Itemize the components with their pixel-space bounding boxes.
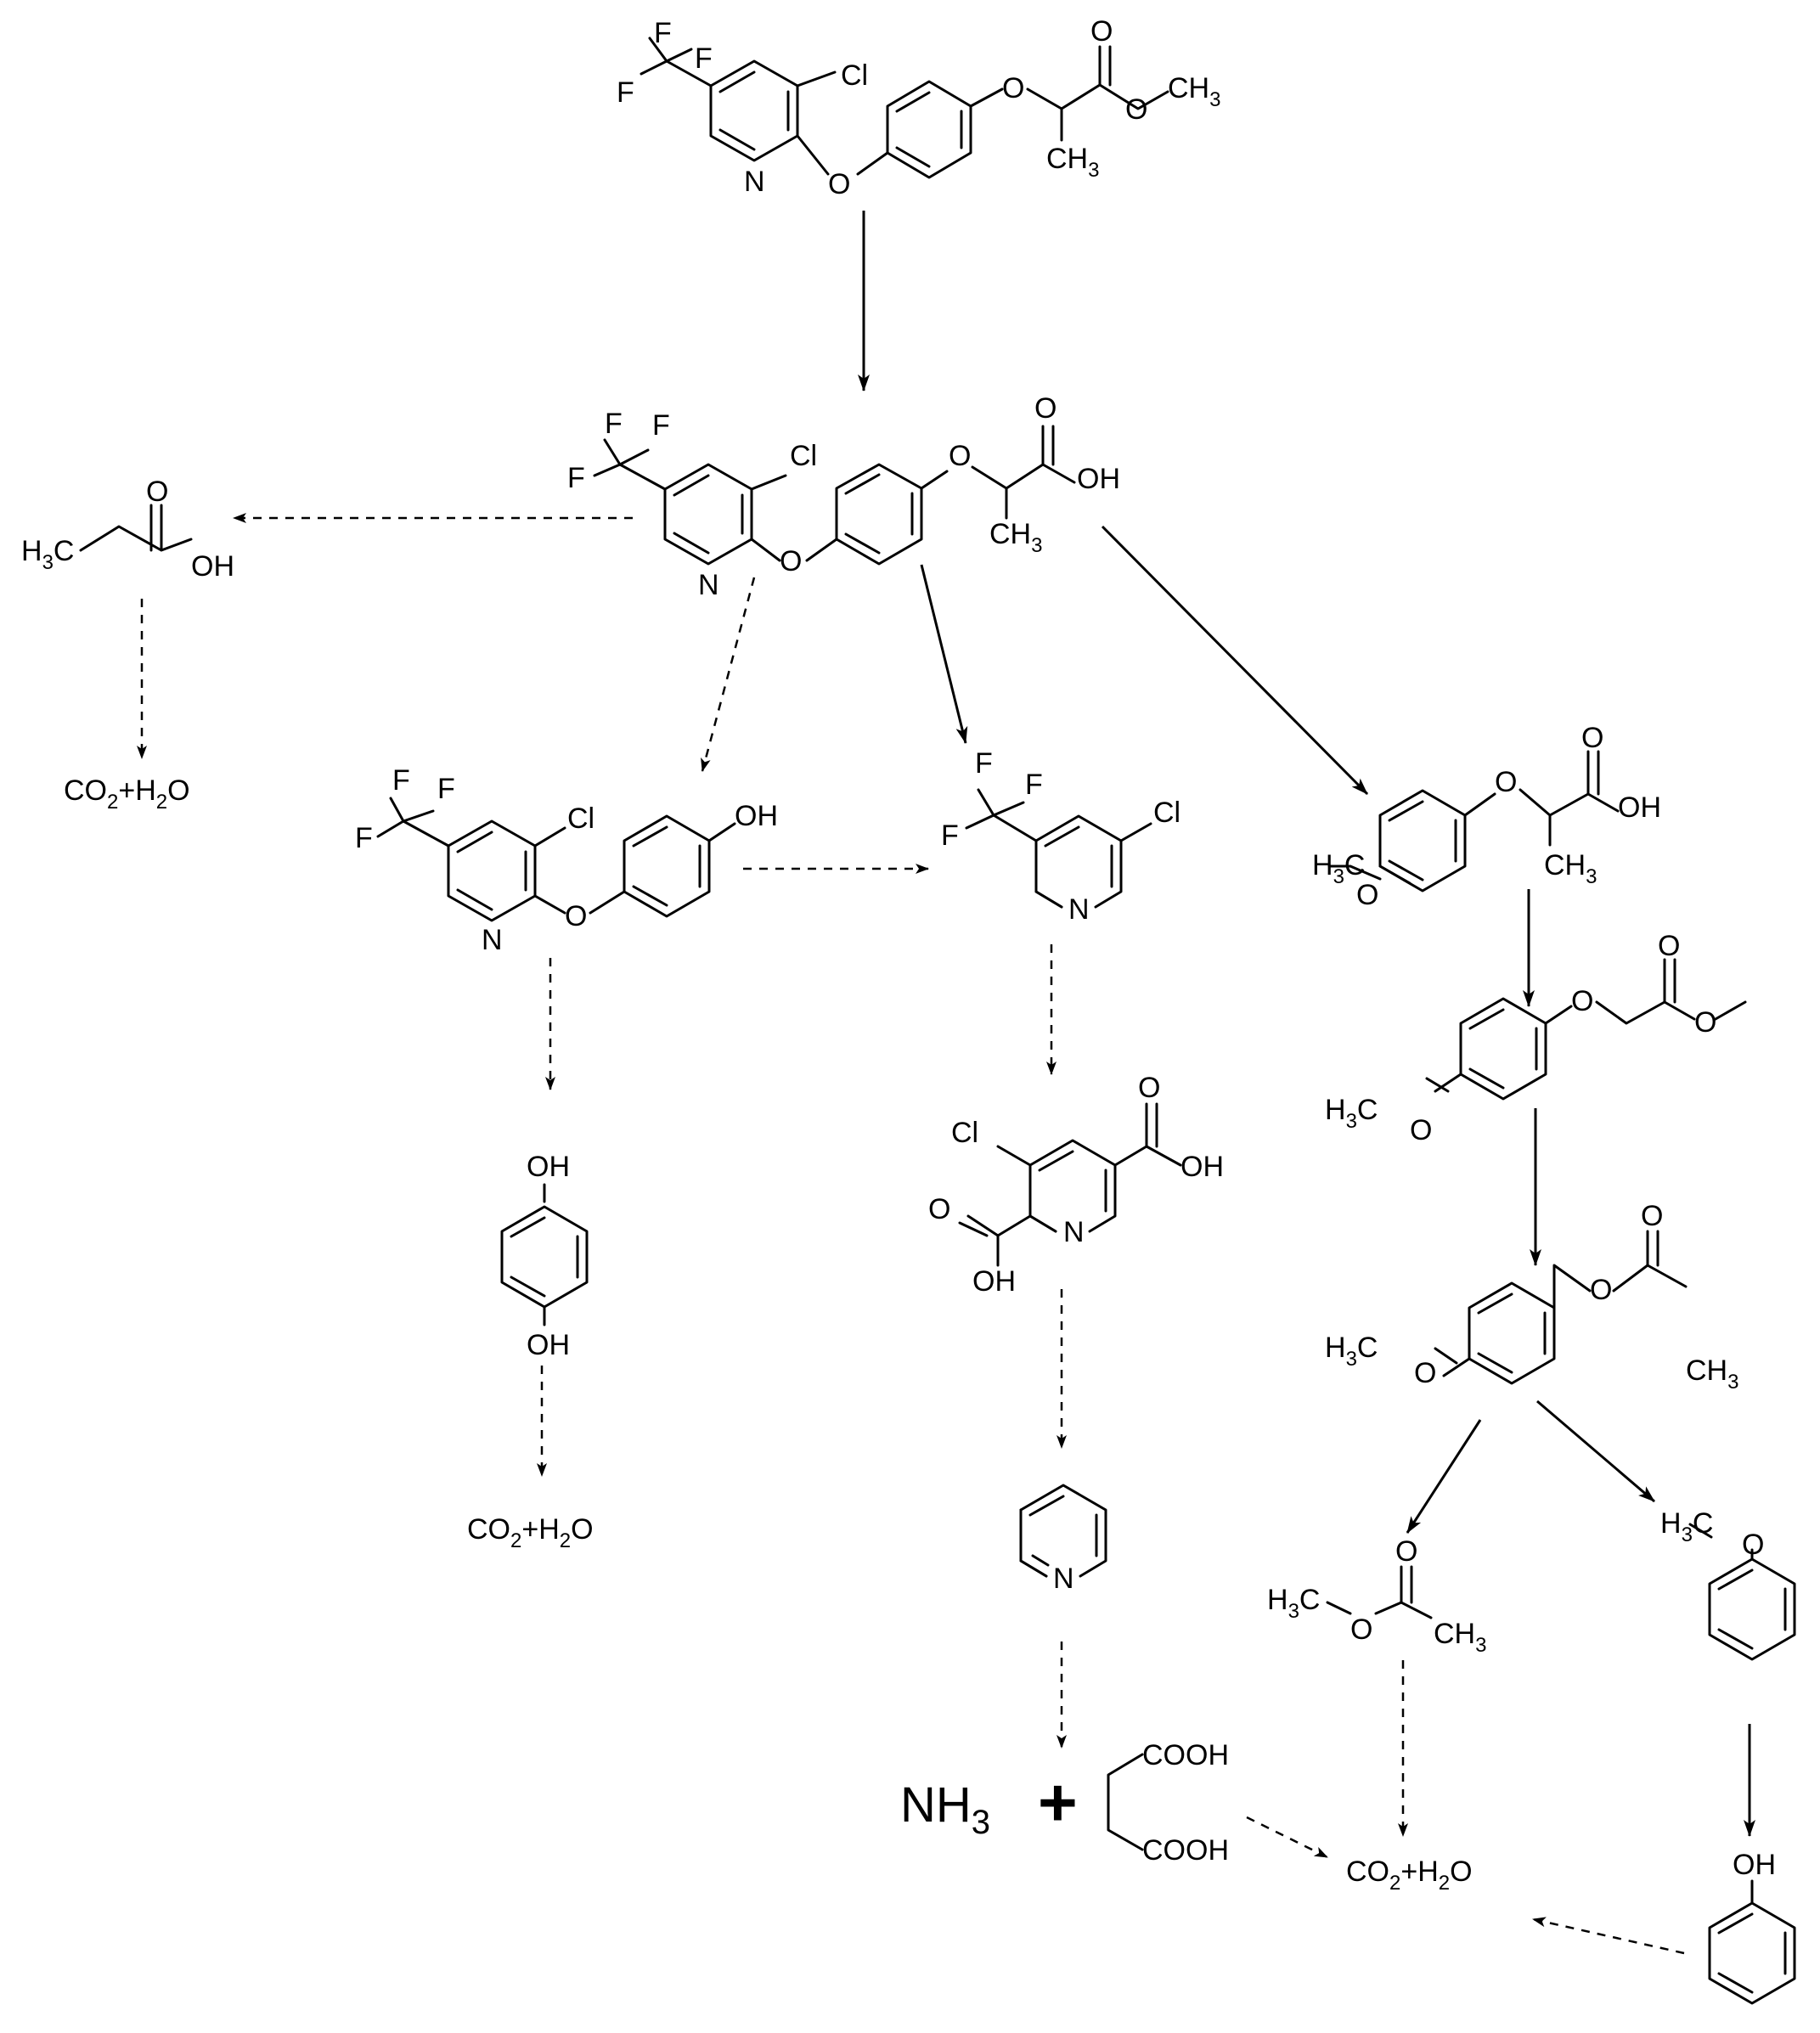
arrow-solid — [1101, 525, 1369, 796]
chlorine-label: Cl — [841, 59, 868, 92]
compound-acid: F F F Cl N O O O OH CH3 — [567, 392, 1120, 601]
oxygen-label: O — [949, 440, 971, 472]
arrow-solid — [920, 564, 968, 744]
hydroxyl-label: OH — [735, 800, 778, 832]
methyl-label: H3C — [1660, 1507, 1713, 1546]
oxygen-label: O — [1694, 1006, 1716, 1039]
fluorine-label: F — [652, 409, 670, 442]
oxygen-label: O — [1034, 392, 1057, 425]
oxygen-label: O — [928, 1193, 950, 1225]
oxygen-label: O — [1641, 1200, 1663, 1232]
methyl-label: CH3 — [1686, 1354, 1738, 1394]
oxygen-label: O — [1590, 1274, 1612, 1306]
nitrogen-label: N — [744, 166, 765, 198]
hydroxyl-label: OH — [1180, 1151, 1224, 1183]
plus-sign: + — [1038, 1765, 1078, 1840]
methyl-label: CH3 — [1168, 72, 1220, 111]
oxygen-label: O — [1495, 766, 1517, 798]
compound-phenol: OH — [1708, 1849, 1796, 2005]
hydroxyl-label: OH — [972, 1265, 1016, 1298]
reaction-arrows — [137, 211, 1755, 1955]
co2-h2o-product: CO2+H2O — [1346, 1856, 1473, 1895]
arrow-solid — [1536, 1399, 1655, 1503]
compound-hydroquinone: OH OH — [500, 1151, 589, 1361]
hydroxyl-label: OH — [527, 1329, 570, 1361]
methyl-label: CH3 — [989, 518, 1042, 557]
nitrogen-label: N — [698, 569, 719, 601]
compound-anisole: H3C O — [1660, 1507, 1796, 1661]
methyl-label: CH3 — [1544, 849, 1597, 888]
oxygen-label: O — [1658, 930, 1680, 962]
oxygen-label: O — [1356, 879, 1378, 911]
hydroxyl-label: OH — [527, 1151, 570, 1183]
oxygen-label: O — [1742, 1529, 1764, 1561]
oxygen-label: O — [1571, 985, 1593, 1017]
hydroxyl-label: OH — [1618, 791, 1661, 824]
chlorine-label: Cl — [951, 1117, 978, 1149]
compound-pyridine: N — [1019, 1484, 1107, 1595]
nitrogen-label: N — [482, 924, 503, 956]
compound-succinic-acid: COOH COOH — [1107, 1739, 1229, 1867]
compound-methoxybenzyl-acetate: H3C O O O CH3 — [1325, 1200, 1738, 1394]
oxygen-label: O — [1581, 722, 1603, 754]
arrow-dashed — [701, 577, 756, 772]
hydroxyl-label: OH — [1733, 1849, 1776, 1881]
oxygen-label: O — [1414, 1357, 1436, 1389]
methyl-label: H3C — [1325, 1094, 1378, 1133]
oxygen-label: O — [1395, 1535, 1417, 1568]
arrow-dashed — [1532, 1917, 1685, 1955]
fluorine-label: F — [437, 773, 455, 805]
fluorine-label: F — [605, 408, 623, 440]
carboxyl-label: COOH — [1142, 1739, 1229, 1771]
nitrogen-label: N — [1068, 893, 1090, 926]
oxygen-label: O — [1125, 93, 1147, 126]
hydroxyl-label: OH — [191, 550, 234, 583]
fluorine-label: F — [654, 17, 672, 49]
arrow-dashed — [1246, 1816, 1328, 1859]
oxygen-label: O — [146, 476, 168, 508]
methyl-label: H3C — [21, 535, 74, 574]
oxygen-label: O — [1410, 1114, 1432, 1146]
oxygen-label: O — [780, 545, 802, 577]
methyl-label: H3C — [1312, 849, 1365, 888]
compound-methoxyphenoxy-propionic-acid: H3C O O O OH CH3 — [1312, 722, 1661, 911]
ammonia-label: NH3 — [900, 1777, 990, 1841]
compound-methyl-ester: F F F Cl N O O O O CH3 CH3 — [617, 15, 1220, 200]
methyl-label: CH3 — [1046, 143, 1099, 182]
fluorine-label: F — [975, 747, 993, 780]
fluorine-label: F — [1025, 769, 1043, 801]
oxygen-label: O — [565, 900, 587, 932]
fluorine-label: F — [567, 462, 585, 494]
chlorine-label: Cl — [567, 802, 594, 835]
oxygen-label: O — [828, 168, 850, 200]
oxygen-label: O — [1090, 15, 1113, 48]
methyl-label: H3C — [1325, 1332, 1378, 1371]
nitrogen-label: N — [1053, 1563, 1074, 1595]
fluorine-label: F — [941, 819, 959, 852]
oxygen-label: O — [1138, 1072, 1160, 1104]
fluorine-label: F — [355, 822, 373, 854]
compound-methoxyphenoxy-acetate: H3C O O O O — [1325, 930, 1747, 1146]
fluorine-label: F — [695, 42, 713, 75]
chlorine-label: Cl — [1153, 797, 1180, 829]
compound-methyl-acetate: H3C O O CH3 — [1267, 1535, 1486, 1657]
compound-chloro-trifluoromethyl-pyridine: F F F Cl N — [941, 747, 1180, 926]
co2-h2o-product: CO2+H2O — [64, 774, 190, 814]
methyl-label: H3C — [1267, 1584, 1320, 1623]
oxygen-label: O — [1350, 1613, 1372, 1646]
hydroxyl-label: OH — [1077, 463, 1120, 495]
arrow-solid — [1406, 1419, 1482, 1534]
fluorine-label: F — [617, 76, 634, 109]
compound-propionic-acid: H3C O OH — [21, 476, 234, 583]
nitrogen-label: N — [1063, 1216, 1085, 1248]
compound-pyridinyloxy-phenol: F F F Cl N O OH — [355, 764, 778, 956]
co2-h2o-product: CO2+H2O — [467, 1513, 594, 1552]
compound-chloropyridine-dicarboxylic-acid: Cl N O OH O OH — [928, 1072, 1224, 1298]
methyl-label: CH3 — [1434, 1618, 1486, 1657]
chlorine-label: Cl — [790, 440, 817, 472]
carboxyl-label: COOH — [1142, 1834, 1229, 1867]
oxygen-label: O — [1002, 72, 1024, 104]
fluorine-label: F — [392, 764, 410, 797]
